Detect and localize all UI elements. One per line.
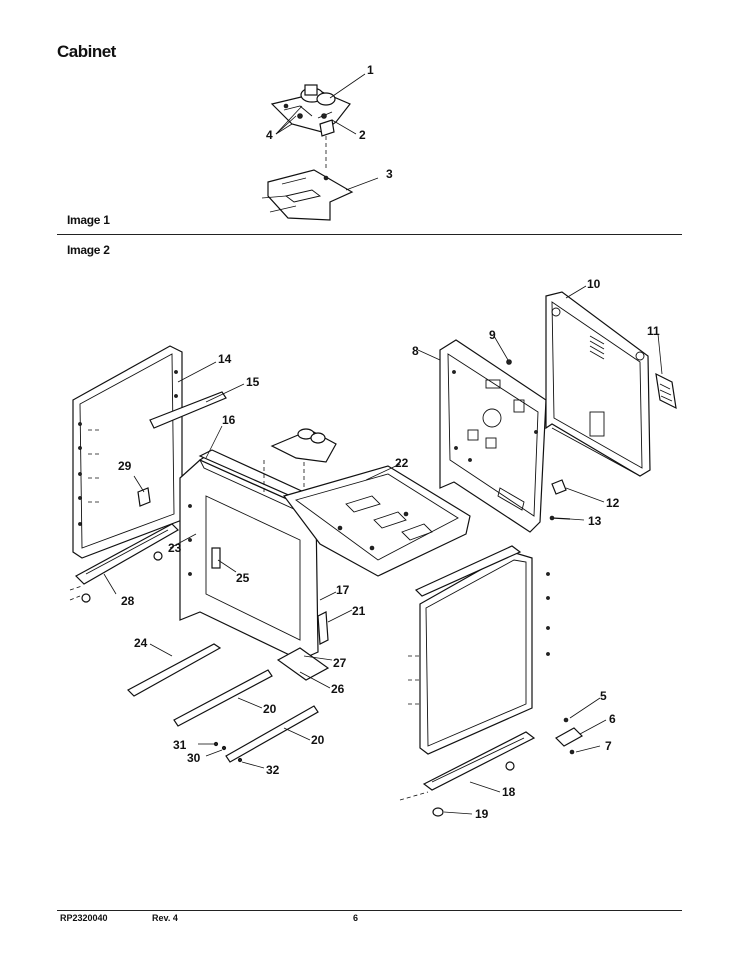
part-24-front-rail: [127, 643, 222, 697]
callout-6: 6: [609, 712, 616, 726]
callout-20-upper: 20: [263, 702, 277, 716]
callout-9: 9: [489, 328, 496, 342]
footer-revision: Rev. 4: [152, 913, 178, 923]
part-29-leveling-leg: [137, 487, 151, 507]
callout-21: 21: [352, 604, 366, 618]
callout-18: 18: [502, 785, 516, 799]
part-12-cord-clamp: [551, 479, 567, 495]
callout-1: 1: [367, 63, 374, 77]
part-9-screw: [506, 359, 512, 365]
part-20-upper-rail: [173, 669, 273, 727]
part-6-bracket: [555, 727, 583, 747]
callout-8: 8: [412, 344, 419, 358]
part-14-left-side-panel: [72, 345, 183, 559]
control-bracket-assembly: [263, 428, 337, 508]
callout-15: 15: [246, 375, 260, 389]
footer-page-number: 6: [353, 913, 359, 923]
callout-2: 2: [359, 128, 366, 142]
image-1-assembly: 1 2 3 4: [261, 63, 393, 221]
callout-24: 24: [134, 636, 148, 650]
callout-14: 14: [218, 352, 232, 366]
part-16-front-frame: [179, 455, 319, 661]
part-3-mounting-plate: [261, 169, 354, 221]
callout-4: 4: [266, 128, 273, 142]
callout-31: 31: [173, 738, 187, 752]
callout-20-lower: 20: [311, 733, 325, 747]
page-title: Cabinet: [57, 42, 116, 61]
callout-27: 27: [333, 656, 347, 670]
part-10-rear-cover: [545, 291, 651, 477]
part-5-screw: [563, 717, 569, 723]
part-15-side-trim: [149, 391, 227, 429]
callout-28: 28: [121, 594, 135, 608]
part-22-base-pan: [282, 465, 471, 577]
part-1-bracket-assembly: [270, 84, 351, 137]
part-8-back-panel: [439, 339, 547, 533]
footer-divider: [57, 910, 682, 911]
part-11-rating-label: [655, 372, 677, 410]
callout-12: 12: [606, 496, 620, 510]
part-19-leveling-foot: [432, 807, 444, 817]
callout-19: 19: [475, 807, 489, 821]
callout-32: 32: [266, 763, 280, 777]
callout-16: 16: [222, 413, 236, 427]
image-1-label: Image 1: [67, 213, 110, 227]
callout-22: 22: [395, 456, 409, 470]
callout-23: 23: [168, 541, 182, 555]
parts-30-32-hardware: [213, 741, 243, 763]
callout-11: 11: [647, 324, 660, 338]
callout-30: 30: [187, 751, 201, 765]
part-20-lower-rail: [225, 705, 319, 763]
footer-part-number: RP2320040: [60, 913, 108, 923]
callout-25: 25: [236, 571, 250, 585]
callout-3: 3: [386, 167, 393, 181]
callout-5: 5: [600, 689, 607, 703]
part-21-bracket: [317, 611, 329, 645]
callout-10: 10: [587, 277, 601, 291]
right-side-panel: [408, 545, 550, 755]
part-13-screw: [549, 515, 571, 521]
image-2-label: Image 2: [67, 243, 110, 257]
callout-26: 26: [331, 682, 345, 696]
part-28-left-bottom-rail: [69, 523, 179, 603]
callout-29: 29: [118, 459, 132, 473]
callout-13: 13: [588, 514, 602, 528]
callout-17: 17: [336, 583, 350, 597]
part-27-plate: [276, 647, 330, 681]
section-divider: [57, 234, 682, 235]
part-18-right-bottom-rail: [399, 731, 536, 801]
part-7-screw: [569, 749, 575, 755]
callout-7: 7: [605, 739, 612, 753]
